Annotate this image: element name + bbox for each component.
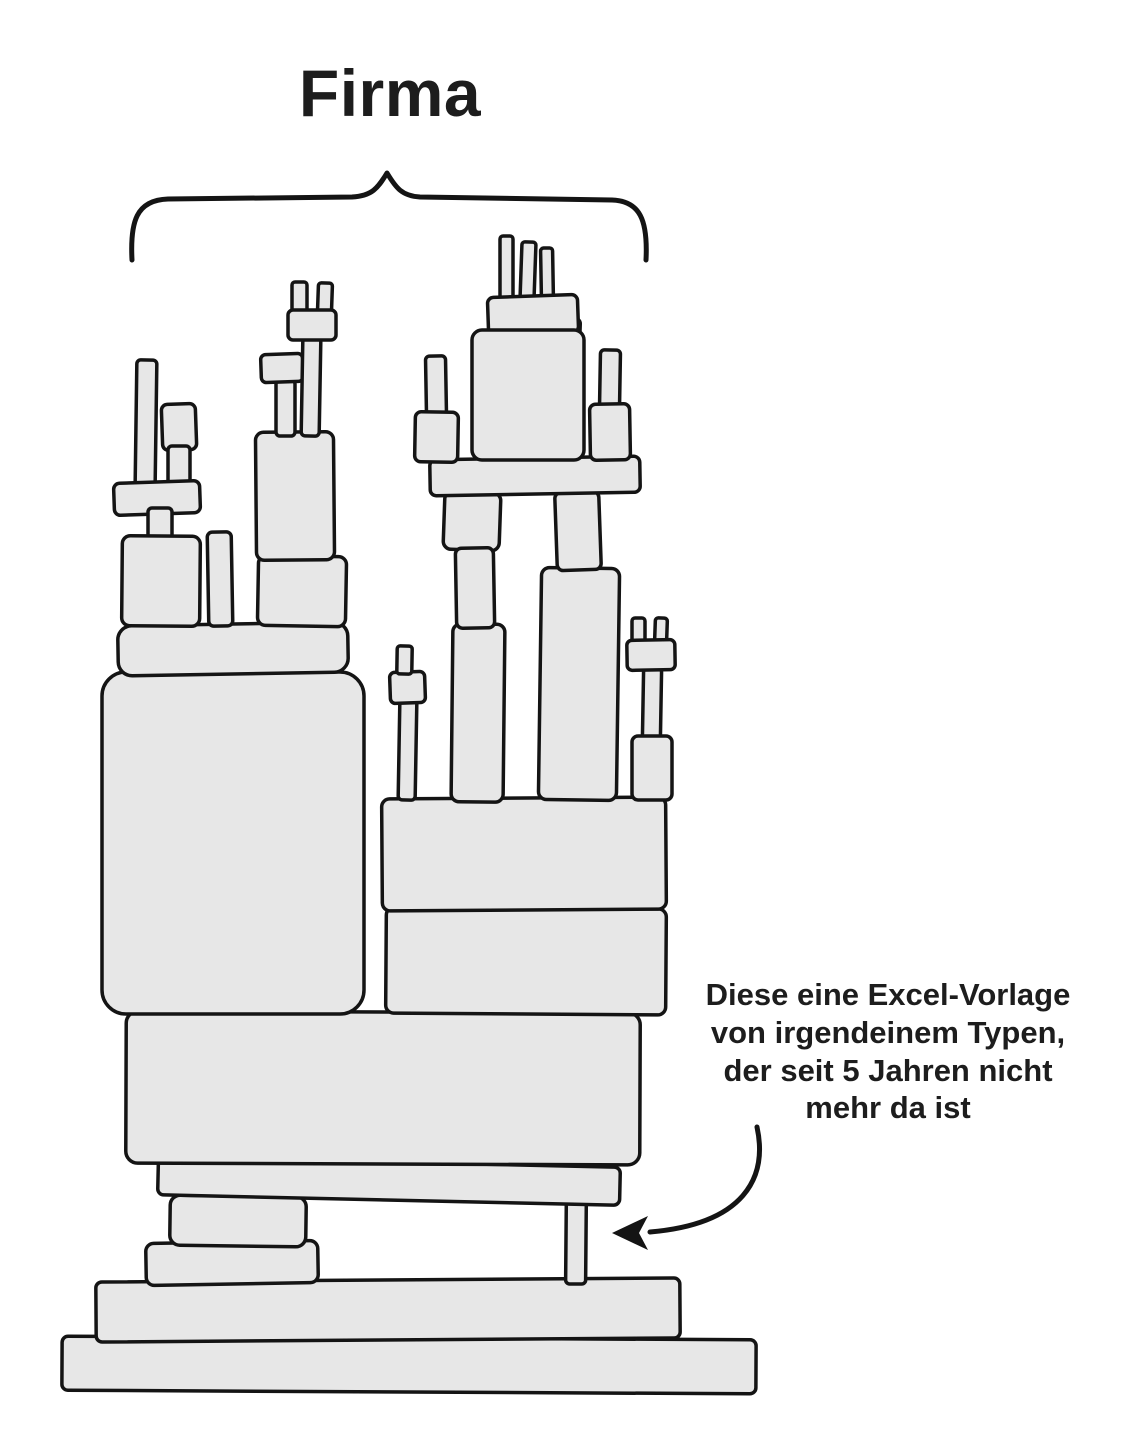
tower-block <box>60 1334 758 1396</box>
tower-block <box>286 308 338 342</box>
tower-block <box>205 530 235 628</box>
tower-block <box>630 734 674 802</box>
tower-block <box>428 454 642 498</box>
tower-block <box>159 401 199 453</box>
block-tower <box>60 234 758 1396</box>
tower-block <box>255 553 349 629</box>
annotation-line: Diese eine Excel-Vorlage <box>705 977 1071 1012</box>
tower-block <box>587 402 633 462</box>
tower-block <box>387 669 428 706</box>
tower-block <box>498 234 515 302</box>
tower-block <box>94 1276 682 1344</box>
tower-block <box>100 670 366 1016</box>
annotation-line: mehr da ist <box>805 1090 971 1126</box>
tower-block <box>299 336 323 438</box>
tower-block <box>119 533 203 629</box>
tower-block <box>640 666 664 742</box>
tower-block <box>553 489 603 573</box>
tower-block <box>625 637 677 673</box>
tower-block <box>253 429 337 563</box>
tower-block <box>396 698 419 802</box>
tower-block <box>597 348 623 410</box>
tower-block <box>379 795 669 913</box>
brace-icon <box>129 170 649 263</box>
tower-block <box>536 565 622 803</box>
page-title: Firma <box>298 56 482 130</box>
tower-block <box>124 1009 642 1167</box>
annotation-line: von irgendeinem Typen, <box>710 1014 1066 1050</box>
tower-block <box>441 489 503 553</box>
annotation-text: Diese eine Excel-Vorlage von irgendeinem… <box>688 976 1088 1127</box>
tower-block <box>412 409 461 465</box>
tower-block <box>133 358 159 488</box>
tower-block <box>453 546 497 630</box>
tower-block <box>395 644 414 676</box>
tower-block <box>423 354 449 418</box>
tower-block <box>315 281 335 314</box>
tower-block <box>383 905 669 1017</box>
tower-block <box>518 240 538 302</box>
tower-block <box>274 378 297 438</box>
tower-block <box>449 622 507 804</box>
tower-block <box>168 1193 308 1249</box>
tower-block <box>290 280 309 314</box>
tower-block <box>538 246 556 302</box>
annotation-line: der seit 5 Jahren nicht <box>723 1052 1053 1088</box>
tower-block <box>258 351 306 385</box>
annotation-arrow-icon <box>612 1124 762 1250</box>
tower-block <box>470 328 586 462</box>
tower-block <box>116 620 350 678</box>
